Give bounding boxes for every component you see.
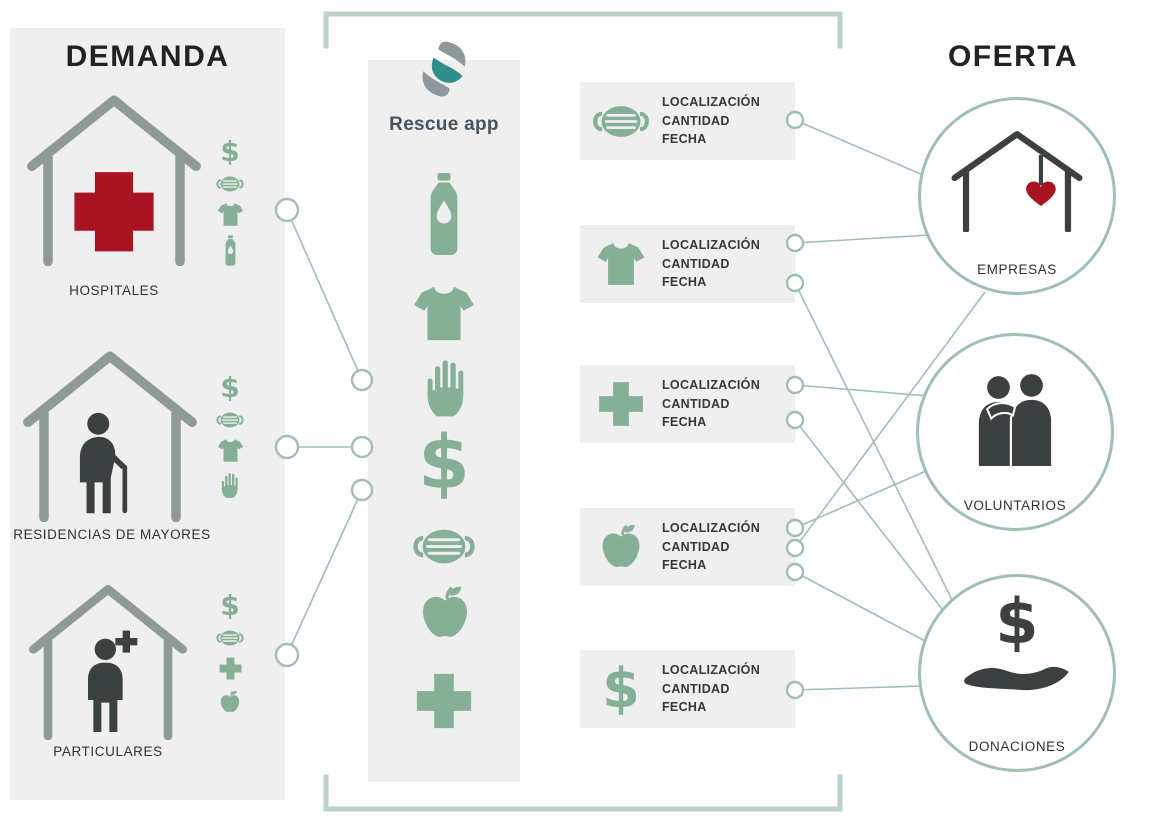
apple-icon: [414, 582, 476, 644]
dollar-icon: $: [995, 585, 1039, 658]
red-cross-icon: [74, 172, 154, 252]
plus-icon: [115, 630, 138, 653]
supply-label-voluntarios: VOLUNTARIOS: [963, 498, 1067, 513]
hand-icon: [964, 666, 1069, 691]
supply-title: OFERTA: [947, 40, 1079, 73]
particulares-needs: $: [210, 592, 250, 715]
heart-icon: [1026, 181, 1056, 206]
mask-icon: [215, 174, 245, 194]
dollar-icon: $: [220, 371, 240, 404]
offer-field-localizacion: LOCALIZACIÓN: [662, 663, 761, 678]
patient-house-icon: [29, 585, 187, 740]
offer-field-cantidad: CANTIDAD: [662, 539, 730, 554]
bottle-icon: [421, 172, 467, 256]
offer-field-localizacion: LOCALIZACIÓN: [662, 95, 761, 110]
supply-voluntarios: VOLUNTARIOS: [916, 333, 1114, 531]
offer-field-fecha: FECHA: [662, 415, 707, 430]
offer-field-fecha: FECHA: [662, 275, 707, 290]
supply-donaciones: $ DONACIONES: [918, 574, 1116, 772]
tshirt-icon: [217, 438, 244, 463]
offer-field-cantidad: CANTIDAD: [662, 113, 730, 128]
cane-icon: [122, 464, 128, 514]
offer-field-fecha: FECHA: [662, 700, 707, 715]
hospital-house-icon: [27, 95, 201, 266]
supply-label-empresas: EMPRESAS: [977, 262, 1057, 277]
offer-box-apple: LOCALIZACIÓN CANTIDAD FECHA: [580, 508, 795, 586]
patient-person-icon: [88, 630, 138, 732]
supply-empresas: EMPRESAS: [918, 97, 1116, 295]
offer-box-mask: LOCALIZACIÓN CANTIDAD FECHA: [580, 82, 795, 160]
offer-field-fecha: FECHA: [662, 132, 707, 147]
hand-icon: [217, 471, 243, 499]
demand-title: DEMANDA: [65, 40, 230, 73]
demand-label-particulares: PARTICULARES: [53, 744, 163, 759]
dollar-icon: $: [418, 420, 470, 506]
offer-box-dollar: $ LOCALIZACIÓN CANTIDAD FECHA: [580, 650, 795, 728]
bottle-icon: [222, 235, 239, 266]
medical-cross-icon: [413, 670, 475, 732]
medical-cross-icon: [580, 379, 662, 429]
donation-hand-icon: $: [921, 591, 1113, 693]
dollar-icon: $: [220, 589, 240, 622]
apple-icon: [217, 689, 243, 715]
dollar-icon: $: [602, 657, 640, 720]
offer-field-localizacion: LOCALIZACIÓN: [662, 238, 761, 253]
offer-box-tshirt: LOCALIZACIÓN CANTIDAD FECHA: [580, 225, 795, 303]
hospital-needs: $: [210, 138, 250, 266]
demand-label-hospitales: HOSPITALES: [69, 283, 159, 298]
offer-field-localizacion: LOCALIZACIÓN: [662, 521, 761, 536]
residencias-needs: $: [210, 374, 250, 499]
app-name: Rescue app: [389, 114, 499, 135]
company-house-heart-icon: [951, 131, 1083, 232]
offer-box-cross: LOCALIZACIÓN CANTIDAD FECHA: [580, 365, 795, 443]
mask-icon: [215, 410, 245, 430]
volunteers-icon: [976, 374, 1054, 467]
offer-field-cantidad: CANTIDAD: [662, 256, 730, 271]
tshirt-icon: [412, 284, 476, 343]
medical-cross-icon: [218, 656, 243, 681]
dollar-icon: $: [220, 135, 240, 168]
offer-field-cantidad: CANTIDAD: [662, 396, 730, 411]
rescue-app-logo: [422, 41, 466, 97]
hand-icon: [417, 356, 475, 419]
demand-label-residencias: RESIDENCIAS DE MAYORES: [13, 527, 211, 542]
mask-icon: [580, 101, 662, 142]
tshirt-icon: [217, 202, 244, 227]
offer-field-localizacion: LOCALIZACIÓN: [662, 378, 761, 393]
apple-icon: [580, 521, 662, 573]
mask-icon: [410, 524, 478, 569]
elderly-person-icon: [79, 412, 128, 514]
offer-field-fecha: FECHA: [662, 558, 707, 573]
elderly-house-icon: [23, 351, 197, 522]
tshirt-icon: [580, 241, 662, 287]
mask-icon: [215, 628, 245, 648]
supply-label-donaciones: DONACIONES: [968, 739, 1066, 754]
offer-field-cantidad: CANTIDAD: [662, 681, 730, 696]
